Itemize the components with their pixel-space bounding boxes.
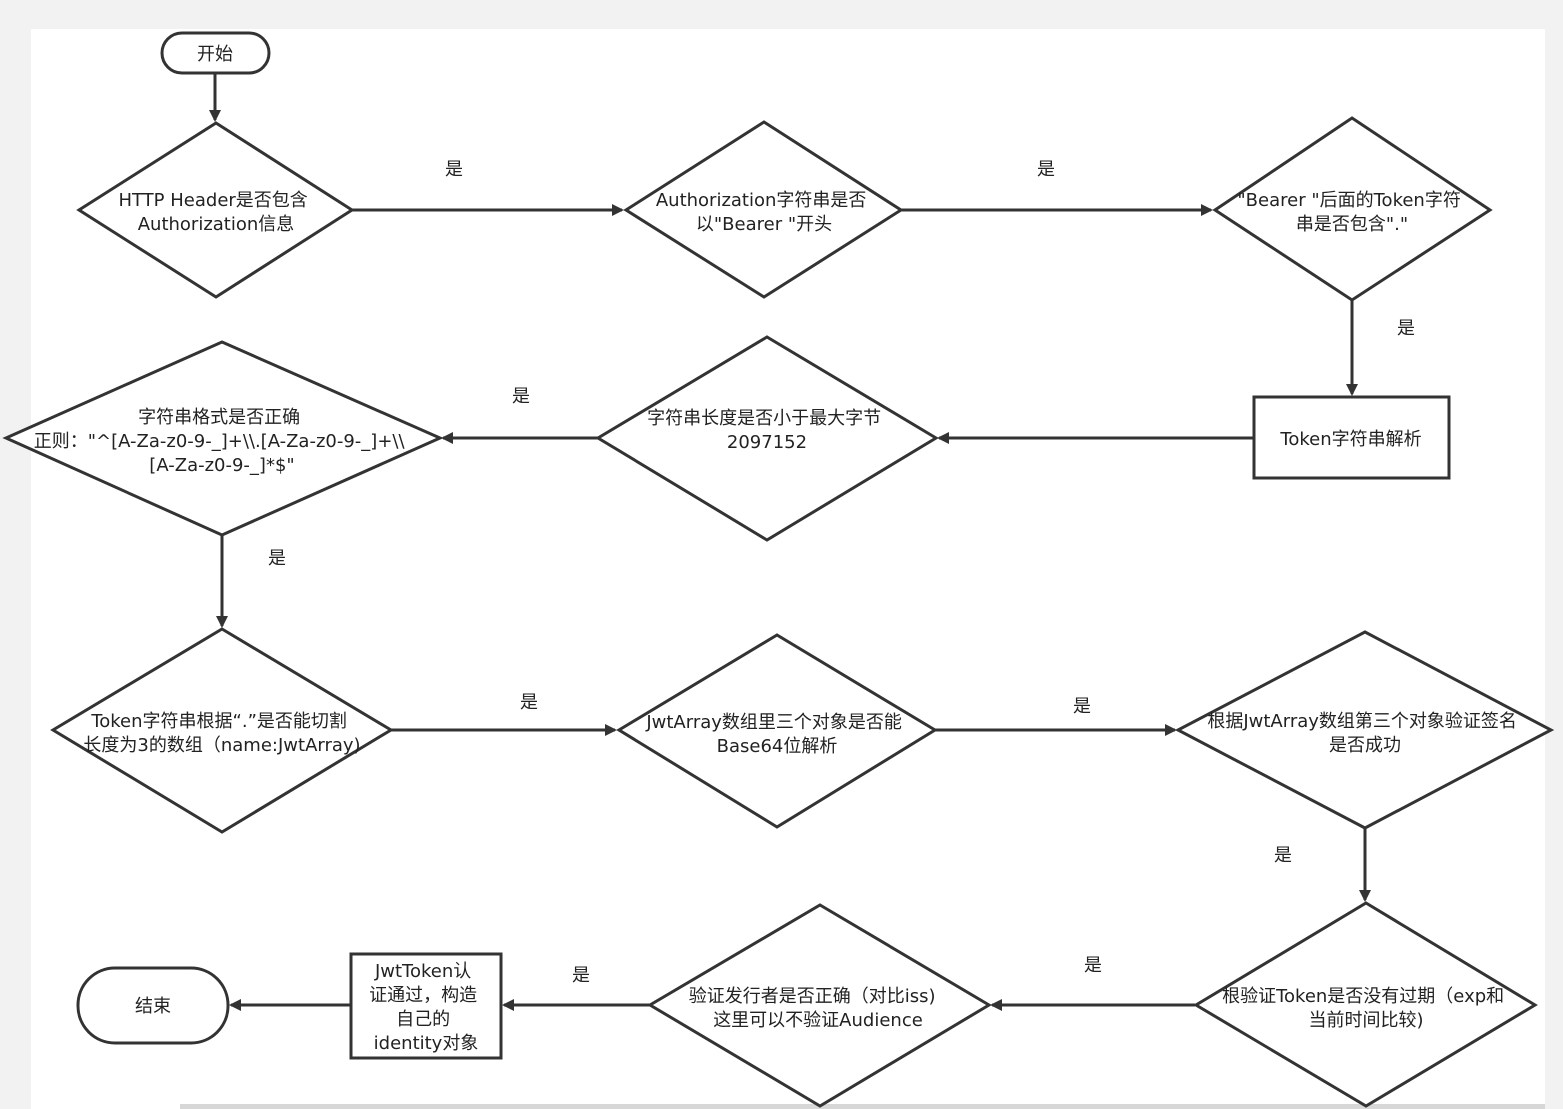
edge-label-regex-split: 是 bbox=[268, 548, 286, 569]
node-check-issuer[interactable]: 验证发行者是否正确（对比iss) 这里可以不验证Audience bbox=[647, 903, 992, 1108]
node-build-identity[interactable]: JwtToken认 证通过，构造 自己的 identity对象 bbox=[349, 952, 503, 1060]
edge-label-split-base64: 是 bbox=[520, 692, 538, 713]
edge-label-signature-expiry: 是 bbox=[1274, 845, 1292, 866]
node-check-split[interactable]: Token字符串根据“.”是否能切割 长度为3的数组（name:JwtArray… bbox=[50, 627, 394, 834]
node-check-length[interactable]: 字符串长度是否小于最大字节 2097152 bbox=[595, 335, 939, 542]
horizontal-scrollbar[interactable] bbox=[180, 1104, 1545, 1109]
node-check-header-text: HTTP Header是否包含 Authorization信息 bbox=[118, 190, 313, 235]
node-check-base64-text: JwtArray数组里三个对象是否能 Base64位解析 bbox=[645, 712, 907, 757]
node-check-split-text: Token字符串根据“.”是否能切割 长度为3的数组（name:JwtArray… bbox=[83, 711, 360, 756]
node-token-parse-text: Token字符串解析 bbox=[1279, 429, 1421, 450]
node-check-bearer-prefix-text: Authorization字符串是否 以"Bearer "开头 bbox=[656, 190, 872, 235]
node-build-identity-text: JwtToken认 证通过，构造 自己的 identity对象 bbox=[369, 961, 483, 1054]
node-check-length-text: 字符串长度是否小于最大字节 2097152 bbox=[647, 408, 887, 453]
node-check-signature[interactable]: 根据JwtArray数组第三个对象验证签名 是否成功 bbox=[1174, 630, 1555, 830]
node-check-base64[interactable]: JwtArray数组里三个对象是否能 Base64位解析 bbox=[616, 633, 938, 829]
node-check-signature-text: 根据JwtArray数组第三个对象验证签名 是否成功 bbox=[1207, 711, 1522, 756]
node-check-header[interactable]: HTTP Header是否包含 Authorization信息 bbox=[76, 121, 355, 299]
node-check-bearer-prefix[interactable]: Authorization字符串是否 以"Bearer "开头 bbox=[623, 120, 904, 299]
node-check-regex-text: 字符串格式是否正确 正则："^[A-Za-z0-9-_]+\\.[A-Za-z0… bbox=[34, 407, 411, 476]
edge-label-header-bearer: 是 bbox=[445, 159, 463, 180]
edge-label-length-regex: 是 bbox=[512, 386, 530, 407]
edges bbox=[209, 73, 1371, 1011]
edge-label-base64-signature: 是 bbox=[1073, 696, 1091, 717]
node-check-dot-text: "Bearer "后面的Token字符 串是否包含"." bbox=[1237, 190, 1466, 235]
node-start-text: 开始 bbox=[197, 44, 233, 65]
node-check-expiry-text: 根验证Token是否没有过期（exp和 当前时间比较) bbox=[1222, 986, 1510, 1031]
edge-label-expiry-issuer: 是 bbox=[1084, 955, 1102, 976]
node-start[interactable]: 开始 bbox=[160, 31, 271, 75]
node-end-text: 结束 bbox=[135, 996, 171, 1017]
node-check-regex[interactable]: 字符串格式是否正确 正则："^[A-Za-z0-9-_]+\\.[A-Za-z0… bbox=[2, 340, 444, 537]
node-check-expiry[interactable]: 根验证Token是否没有过期（exp和 当前时间比较) bbox=[1193, 901, 1538, 1108]
node-check-dot[interactable]: "Bearer "后面的Token字符 串是否包含"." bbox=[1212, 116, 1493, 302]
edge-label-dot-parse: 是 bbox=[1397, 318, 1415, 339]
edge-label-issuer-identity: 是 bbox=[572, 965, 590, 986]
node-check-issuer-text: 验证发行者是否正确（对比iss) 这里可以不验证Audience bbox=[689, 986, 942, 1031]
node-token-parse[interactable]: Token字符串解析 bbox=[1252, 395, 1451, 480]
edge-label-bearer-dot: 是 bbox=[1037, 159, 1055, 180]
node-end[interactable]: 结束 bbox=[76, 966, 230, 1045]
edge-labels: 是 是 是 是 是 是 是 是 是 是 bbox=[268, 159, 1415, 986]
